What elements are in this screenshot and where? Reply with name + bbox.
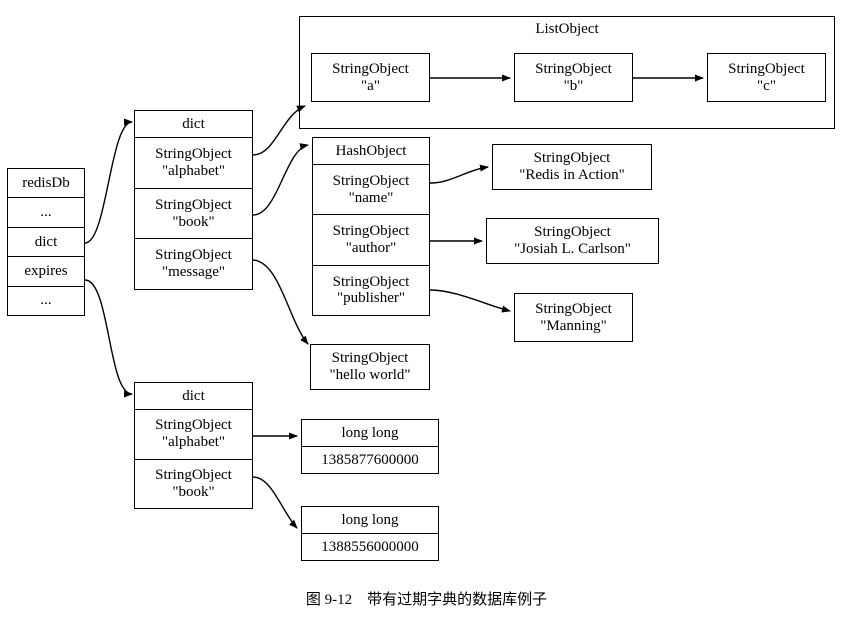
key-space-entry-alphabet-type: StringObject bbox=[155, 146, 232, 163]
key-space-entry-message-type: StringObject bbox=[155, 247, 232, 264]
list-item-a[interactable]: StringObject "a" bbox=[311, 53, 430, 102]
figure-caption: 图 9-12 带有过期字典的数据库例子 bbox=[305, 592, 548, 608]
message-string-object-type: StringObject bbox=[331, 350, 409, 367]
arrow-book-to-hashobject bbox=[252, 143, 309, 216]
message-string-object-content: StringObject "hello world" bbox=[311, 345, 429, 389]
arrow-dict-to-keyspace bbox=[84, 118, 133, 244]
arrow-alphabet-to-listobject bbox=[252, 105, 306, 156]
list-item-c-content: StringObject "c" bbox=[708, 54, 825, 101]
arrow-publisher-to-manning bbox=[429, 289, 511, 313]
expire-time-book-value: 1388556000000 bbox=[302, 533, 438, 560]
expires-entry-alphabet[interactable]: StringObject "alphabet" bbox=[135, 409, 252, 459]
list-item-a-value: "a" bbox=[361, 77, 380, 94]
expire-time-book[interactable]: long long 1388556000000 bbox=[301, 506, 439, 561]
list-item-b-type: StringObject bbox=[535, 60, 612, 77]
hash-object-header: HashObject bbox=[335, 142, 407, 159]
message-string-object[interactable]: StringObject "hello world" bbox=[310, 344, 430, 390]
hash-field-author-type: StringObject bbox=[332, 223, 410, 240]
redisdb-row-ellipsis-top: ... bbox=[8, 197, 84, 226]
hash-value-name[interactable]: StringObject "Redis in Action" bbox=[492, 144, 652, 190]
arrow-name-to-redisinaction bbox=[429, 164, 489, 184]
key-space-dict[interactable]: dict StringObject "alphabet" StringObjec… bbox=[134, 110, 253, 290]
list-object-label: ListObject bbox=[535, 21, 599, 37]
key-space-entry-message[interactable]: StringObject "message" bbox=[135, 238, 252, 289]
key-space-entry-alphabet[interactable]: StringObject "alphabet" bbox=[135, 137, 252, 188]
hash-value-publisher-value: "Manning" bbox=[540, 317, 607, 334]
expires-entry-book-value: "book" bbox=[172, 483, 215, 500]
hash-field-author-value: "author" bbox=[345, 239, 397, 256]
list-item-a-type: StringObject bbox=[332, 60, 409, 77]
expires-entry-alphabet-type: StringObject bbox=[155, 417, 232, 434]
expires-entry-book-type: StringObject bbox=[155, 466, 232, 483]
hash-value-author[interactable]: StringObject "Josiah L. Carlson" bbox=[486, 218, 659, 264]
arrow-message-to-helloworld bbox=[252, 259, 309, 345]
hash-field-publisher[interactable]: StringObject "publisher" bbox=[313, 264, 429, 315]
hash-value-author-content: StringObject "Josiah L. Carlson" bbox=[487, 219, 658, 263]
key-space-entry-message-value: "message" bbox=[161, 264, 226, 281]
list-item-c-type: StringObject bbox=[728, 60, 805, 77]
hash-field-name-type: StringObject bbox=[332, 172, 410, 189]
hash-field-publisher-value: "publisher" bbox=[336, 290, 406, 307]
key-space-entry-alphabet-value: "alphabet" bbox=[161, 162, 226, 179]
expires-dict-header: dict bbox=[182, 387, 205, 404]
hash-field-publisher-type: StringObject bbox=[332, 273, 410, 290]
hash-value-name-content: StringObject "Redis in Action" bbox=[493, 145, 651, 189]
expire-time-alphabet-type: long long bbox=[341, 424, 399, 441]
list-item-b-value: "b" bbox=[563, 77, 584, 94]
hash-value-author-type: StringObject bbox=[534, 224, 611, 241]
expire-time-book-type: long long bbox=[341, 511, 399, 528]
expires-entry-alphabet-value: "alphabet" bbox=[161, 434, 226, 451]
hash-value-publisher-type: StringObject bbox=[535, 300, 612, 317]
key-space-entry-book-type: StringObject bbox=[155, 196, 232, 213]
key-space-dict-header: dict bbox=[182, 115, 205, 132]
hash-value-name-value: "Redis in Action" bbox=[519, 167, 625, 183]
hash-field-name-value: "name" bbox=[348, 189, 394, 206]
hash-value-publisher-content: StringObject "Manning" bbox=[515, 294, 632, 341]
expires-dict[interactable]: dict StringObject "alphabet" StringObjec… bbox=[134, 382, 253, 509]
list-item-b-content: StringObject "b" bbox=[515, 54, 632, 101]
hash-field-name[interactable]: StringObject "name" bbox=[313, 164, 429, 214]
hash-object[interactable]: HashObject StringObject "name" StringObj… bbox=[312, 137, 430, 316]
list-item-c-value: "c" bbox=[757, 77, 776, 94]
hash-value-name-type: StringObject bbox=[533, 150, 611, 167]
redisdb-row-ellipsis-bottom: ... bbox=[8, 285, 84, 315]
redisdb-row-dict[interactable]: dict bbox=[8, 226, 84, 256]
key-space-entry-book[interactable]: StringObject "book" bbox=[135, 187, 252, 239]
hash-value-author-value: "Josiah L. Carlson" bbox=[514, 241, 631, 257]
expire-time-alphabet[interactable]: long long 1385877600000 bbox=[301, 419, 439, 474]
hash-value-publisher[interactable]: StringObject "Manning" bbox=[514, 293, 633, 342]
list-object-cluster: ListObject bbox=[299, 16, 835, 129]
hash-field-author[interactable]: StringObject "author" bbox=[313, 214, 429, 264]
expire-time-alphabet-value: 1385877600000 bbox=[302, 446, 438, 473]
list-item-a-content: StringObject "a" bbox=[312, 54, 429, 101]
arrow-expires-to-expiresdict bbox=[84, 279, 133, 398]
list-item-b[interactable]: StringObject "b" bbox=[514, 53, 633, 102]
message-string-object-value: "hello world" bbox=[329, 367, 411, 383]
redisdb-row-expires[interactable]: expires bbox=[8, 256, 84, 285]
redisdb-row-title: redisDb bbox=[22, 174, 70, 191]
redisdb-struct[interactable]: redisDb ... dict expires ... bbox=[7, 168, 85, 316]
expires-entry-book[interactable]: StringObject "book" bbox=[135, 458, 252, 509]
key-space-entry-book-value: "book" bbox=[172, 213, 215, 230]
list-item-c[interactable]: StringObject "c" bbox=[707, 53, 826, 102]
arrow-expires-book-to-time bbox=[252, 476, 298, 529]
